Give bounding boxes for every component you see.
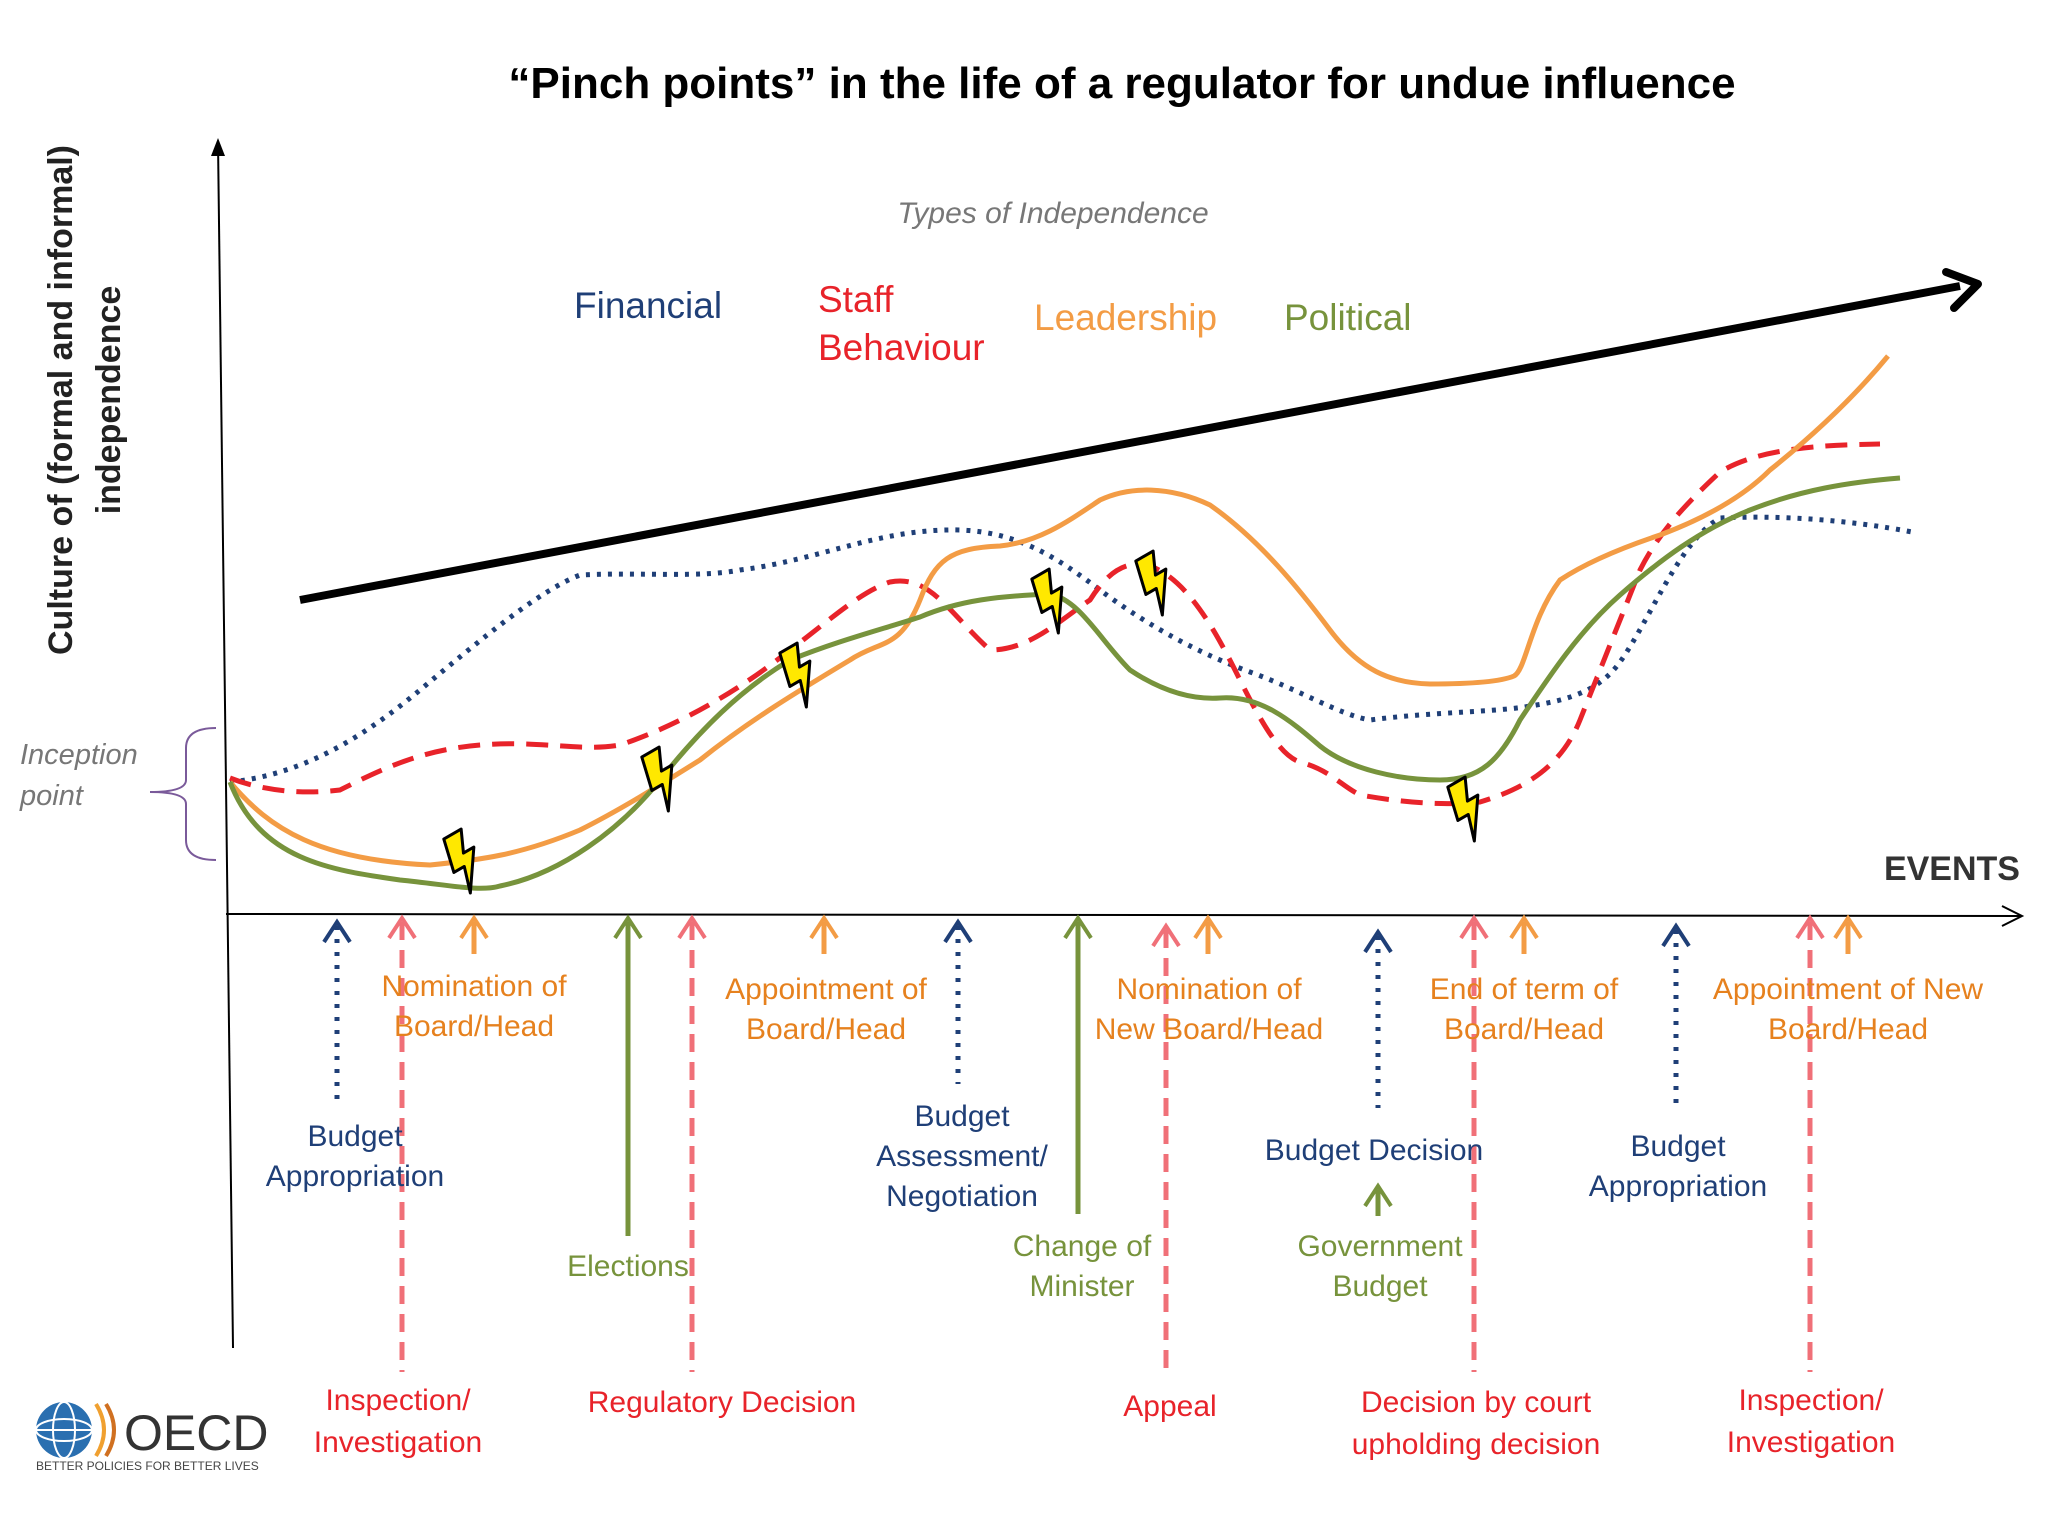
- label-appointment-board-2: Board/Head: [746, 1013, 906, 1046]
- label-appointment-new-board-2: Board/Head: [1768, 1013, 1928, 1046]
- arrow-appointment-board: [809, 914, 839, 954]
- label-elections: Elections: [567, 1250, 689, 1283]
- axes: EVENTS: [211, 138, 2025, 1349]
- trend-line: [299, 282, 1961, 604]
- label-change-minister-2: Minister: [1029, 1270, 1134, 1303]
- arrow-end-term: [1509, 914, 1539, 954]
- label-budget-approp-1a: Budget: [307, 1120, 403, 1153]
- globe-icon: [35, 1401, 116, 1459]
- event-arrows: [322, 914, 1863, 1378]
- x-axis-label: EVENTS: [1884, 850, 2020, 888]
- label-nomination-board-2: Board/Head: [394, 1010, 554, 1043]
- arrow-budget-appropriation-1: [322, 918, 352, 1100]
- label-appointment-board-1: Appointment of: [725, 973, 927, 1006]
- label-nomination-new-board-1: Nomination of: [1116, 973, 1302, 1006]
- trend-arrowhead: [1942, 268, 1982, 312]
- legend-financial: Financial: [574, 285, 722, 326]
- y-axis-line: [217, 141, 234, 1349]
- arrow-change-minister: [1063, 914, 1093, 1214]
- arrow-regulatory-decision: [677, 914, 707, 1372]
- arrow-court-decision: [1459, 914, 1489, 1372]
- arrow-budget-decision: [1363, 928, 1393, 1108]
- leadership-curve: [228, 354, 1890, 868]
- label-end-term-2: Board/Head: [1444, 1013, 1604, 1046]
- inception-label-line2: point: [19, 780, 85, 812]
- arrow-appeal: [1151, 922, 1181, 1378]
- types-caption: Types of Independence: [897, 197, 1208, 230]
- y-axis-label-line2: independence: [90, 286, 128, 515]
- label-inspection-1b: Investigation: [314, 1426, 482, 1459]
- legend-staff-line2: Behaviour: [818, 327, 985, 368]
- diagram-title: “Pinch points” in the life of a regulato…: [508, 59, 1735, 108]
- label-end-term-1: End of term of: [1430, 973, 1619, 1006]
- political-curve: [227, 475, 1901, 891]
- label-budget-assessment-1: Budget: [914, 1100, 1010, 1133]
- lightning-bolt-icon: [1030, 567, 1064, 635]
- lightning-bolt-icon: [778, 641, 812, 709]
- x-axis-line: [225, 913, 2021, 917]
- label-government-budget-2: Budget: [1332, 1270, 1428, 1303]
- lightning-bolt-icon: [1446, 775, 1480, 843]
- event-labels: Nomination of Board/Head Budget Appropri…: [266, 970, 1984, 1461]
- label-court-decision-2: upholding decision: [1352, 1428, 1601, 1461]
- label-appeal: Appeal: [1123, 1390, 1216, 1423]
- label-inspection-1a: Inspection/: [325, 1384, 471, 1417]
- arrow-elections: [613, 914, 643, 1236]
- label-change-minister-1: Change of: [1013, 1230, 1152, 1263]
- label-nomination-board-1: Nomination of: [381, 970, 567, 1003]
- label-inspection-2b: Investigation: [1727, 1426, 1895, 1459]
- y-axis-label-line1: Culture of (formal and informal): [42, 145, 80, 655]
- financial-curve: [229, 514, 1913, 785]
- arrow-inspection-2: [1795, 914, 1825, 1372]
- legend-staff-line1: Staff: [818, 279, 894, 320]
- oecd-wordmark: OECD: [124, 1405, 268, 1461]
- lightning-bolt-icon: [1134, 549, 1168, 617]
- lightning-bolt-icon: [442, 827, 476, 895]
- legend-political: Political: [1284, 297, 1412, 338]
- label-budget-decision: Budget Decision: [1265, 1134, 1483, 1167]
- label-government-budget-1: Government: [1297, 1230, 1463, 1263]
- oecd-tagline: BETTER POLICIES FOR BETTER LIVES: [36, 1459, 259, 1473]
- arrow-inspection-1: [387, 914, 417, 1372]
- arrow-nomination-new-board: [1193, 914, 1223, 954]
- arrow-nomination-board: [459, 914, 489, 954]
- lightning-bolts: [442, 549, 1480, 895]
- label-budget-approp-1b: Appropriation: [266, 1160, 444, 1193]
- y-axis-label: Culture of (formal and informal) indepen…: [42, 145, 128, 655]
- arrow-budget-appropriation-2: [1661, 922, 1691, 1104]
- arrow-budget-assessment: [943, 918, 973, 1084]
- label-nomination-new-board-2: New Board/Head: [1095, 1013, 1323, 1046]
- label-regulatory-decision: Regulatory Decision: [588, 1386, 856, 1419]
- label-budget-approp-2b: Appropriation: [1589, 1170, 1767, 1203]
- legend-leadership: Leadership: [1034, 297, 1217, 338]
- inception-brace: [149, 727, 217, 861]
- label-budget-assessment-3: Negotiation: [886, 1180, 1038, 1213]
- y-axis-arrowhead: [211, 138, 225, 156]
- label-budget-approp-2a: Budget: [1630, 1130, 1726, 1163]
- arrow-government-budget: [1363, 1182, 1393, 1216]
- oecd-logo: OECD BETTER POLICIES FOR BETTER LIVES: [35, 1401, 268, 1473]
- label-budget-assessment-2: Assessment/: [876, 1140, 1048, 1173]
- x-axis-arrowhead: [2001, 905, 2025, 927]
- label-court-decision-1: Decision by court: [1361, 1386, 1592, 1419]
- arrow-appointment-new-board: [1833, 914, 1863, 954]
- label-appointment-new-board-1: Appointment of New: [1713, 973, 1983, 1006]
- inception-label-line1: Inception: [20, 739, 138, 771]
- label-inspection-2a: Inspection/: [1738, 1384, 1884, 1417]
- lightning-bolt-icon: [640, 745, 674, 813]
